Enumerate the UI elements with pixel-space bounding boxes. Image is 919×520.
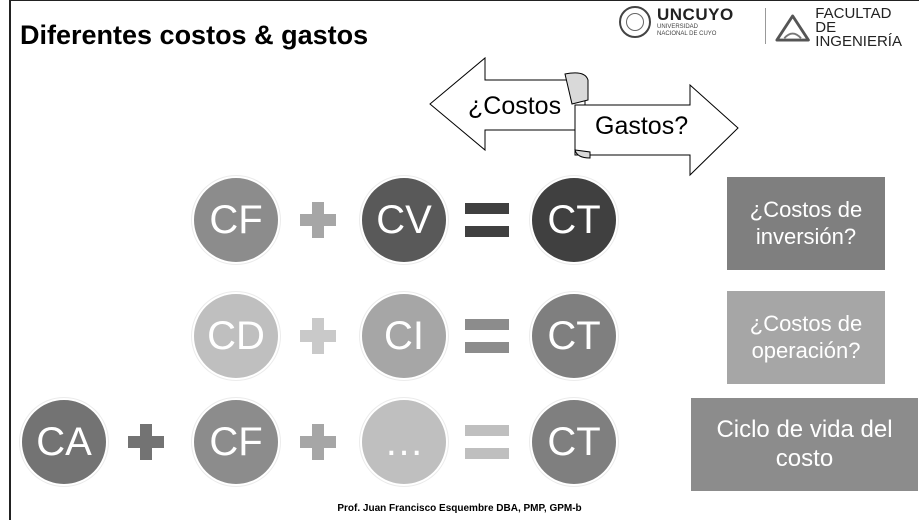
plus-operator — [300, 202, 336, 238]
facultad-text: FACULTAD DE INGENIERÍA — [815, 5, 902, 50]
term-cf: CF — [192, 176, 280, 264]
uncuyo-logo: UNCUYO UNIVERSIDAD NACIONAL DE CUYO — [619, 6, 734, 38]
side-box-operacion: ¿Costos de operación? — [726, 290, 886, 385]
gastos-label: Gastos? — [595, 112, 689, 140]
term-ellipsis: … — [360, 398, 448, 486]
side-box-ciclo-de-vida: Ciclo de vida del costo — [690, 397, 919, 492]
facultad-triangle-icon — [775, 14, 810, 42]
term-ct: CT — [530, 292, 618, 380]
term-ct: CT — [530, 398, 618, 486]
term-ca: CA — [20, 398, 108, 486]
costos-gastos-arrows — [429, 56, 739, 177]
term-ci: CI — [360, 292, 448, 380]
left-arrow-fold — [564, 72, 589, 105]
right-arrow-shape — [574, 83, 739, 177]
costos-label: ¿Costos — [468, 92, 562, 120]
equals-operator — [465, 203, 509, 237]
equals-operator — [465, 319, 509, 353]
equals-operator — [465, 425, 509, 459]
term-cf: CF — [192, 398, 280, 486]
plus-operator — [300, 424, 336, 460]
plus-operator — [300, 318, 336, 354]
university-seal-icon — [619, 6, 651, 38]
term-cd: CD — [192, 292, 280, 380]
uncuyo-name: UNCUYO — [657, 5, 734, 24]
facultad-logo: FACULTAD DE INGENIERÍA — [775, 5, 919, 50]
footer-author: Prof. Juan Francisco Esquembre DBA, PMP,… — [337, 503, 582, 514]
plus-operator — [128, 424, 164, 460]
right-arrow-fold — [574, 149, 591, 159]
logo-divider — [765, 8, 766, 44]
term-ct: CT — [530, 176, 618, 264]
slide-title: Diferentes costos & gastos — [20, 20, 369, 50]
term-cv: CV — [360, 176, 448, 264]
uncuyo-subtitle: UNIVERSIDAD NACIONAL DE CUYO — [657, 24, 717, 37]
slide-frame — [9, 0, 919, 520]
side-box-inversion: ¿Costos de inversión? — [726, 176, 886, 271]
